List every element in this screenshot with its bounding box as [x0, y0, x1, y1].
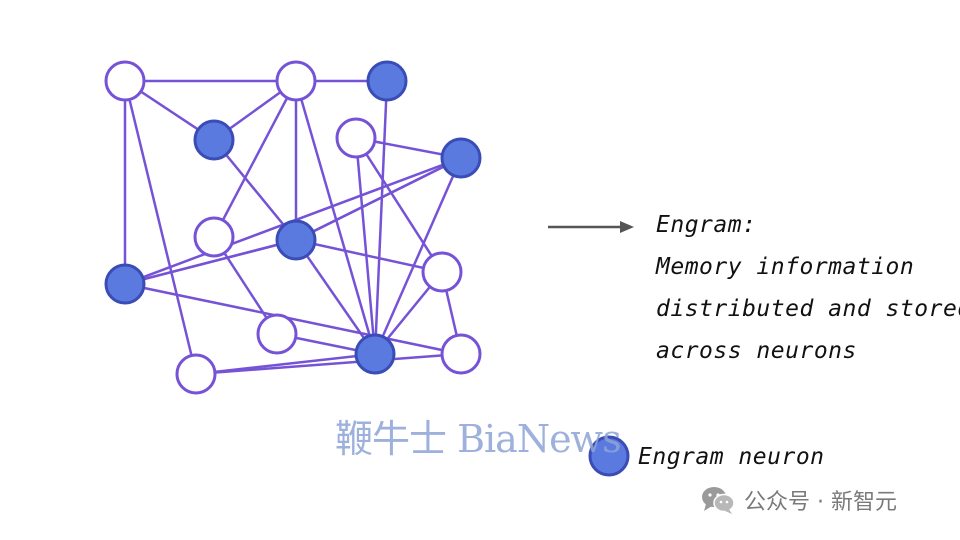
wechat-account-label: 公众号 · 新智元 — [744, 490, 897, 515]
annotation-line-1: Memory information — [656, 254, 915, 280]
engram-neuron-n6 — [440, 137, 482, 179]
arrow-head — [620, 221, 634, 233]
connection-n8-n6 — [295, 156, 462, 242]
annotation-line-2: distributed and stored — [656, 296, 960, 322]
engram-neuron-n12 — [354, 333, 396, 375]
connection-n2-n7 — [212, 80, 298, 238]
neuron-n11 — [256, 313, 298, 355]
legend-label: Engram neuron — [638, 444, 825, 470]
engram-neuron-n3 — [366, 60, 408, 102]
wechat-account-tag: 公众号 · 新智元 — [700, 484, 897, 516]
neuron-n14 — [175, 353, 217, 395]
connection-n6-n12 — [373, 157, 463, 355]
connection-n5-n10 — [354, 137, 444, 273]
connection-n5-n12 — [354, 137, 377, 355]
connection-n8-n12 — [294, 239, 377, 355]
connection-n13-n14 — [195, 352, 462, 376]
connection-n2-n12 — [294, 80, 377, 355]
neuron-n1 — [104, 60, 146, 102]
engram-neuron-n8 — [275, 219, 317, 261]
connection-n8-n10 — [295, 238, 443, 274]
neuron-n2 — [275, 60, 317, 102]
engram-neuron-n4 — [193, 119, 235, 161]
annotation-heading: Engram: — [656, 212, 757, 238]
connection-n9-n8 — [124, 238, 297, 286]
watermark-text: 鞭牛士 BiaNews — [335, 417, 622, 461]
connection-n3-n12 — [373, 80, 389, 355]
engram-neuron-n9 — [104, 263, 146, 305]
neuron-n13 — [440, 333, 482, 375]
annotation-line-3: across neurons — [656, 338, 857, 364]
neuron-n7 — [193, 216, 235, 258]
wechat-icon — [702, 487, 735, 514]
connection-n4-n8 — [213, 139, 297, 241]
connection-n1-n14 — [123, 80, 198, 375]
neuron-n10 — [421, 251, 463, 293]
legend-engram-swatch — [588, 435, 630, 477]
connection-n9-n13 — [124, 282, 462, 356]
neuron-n5 — [335, 117, 377, 159]
